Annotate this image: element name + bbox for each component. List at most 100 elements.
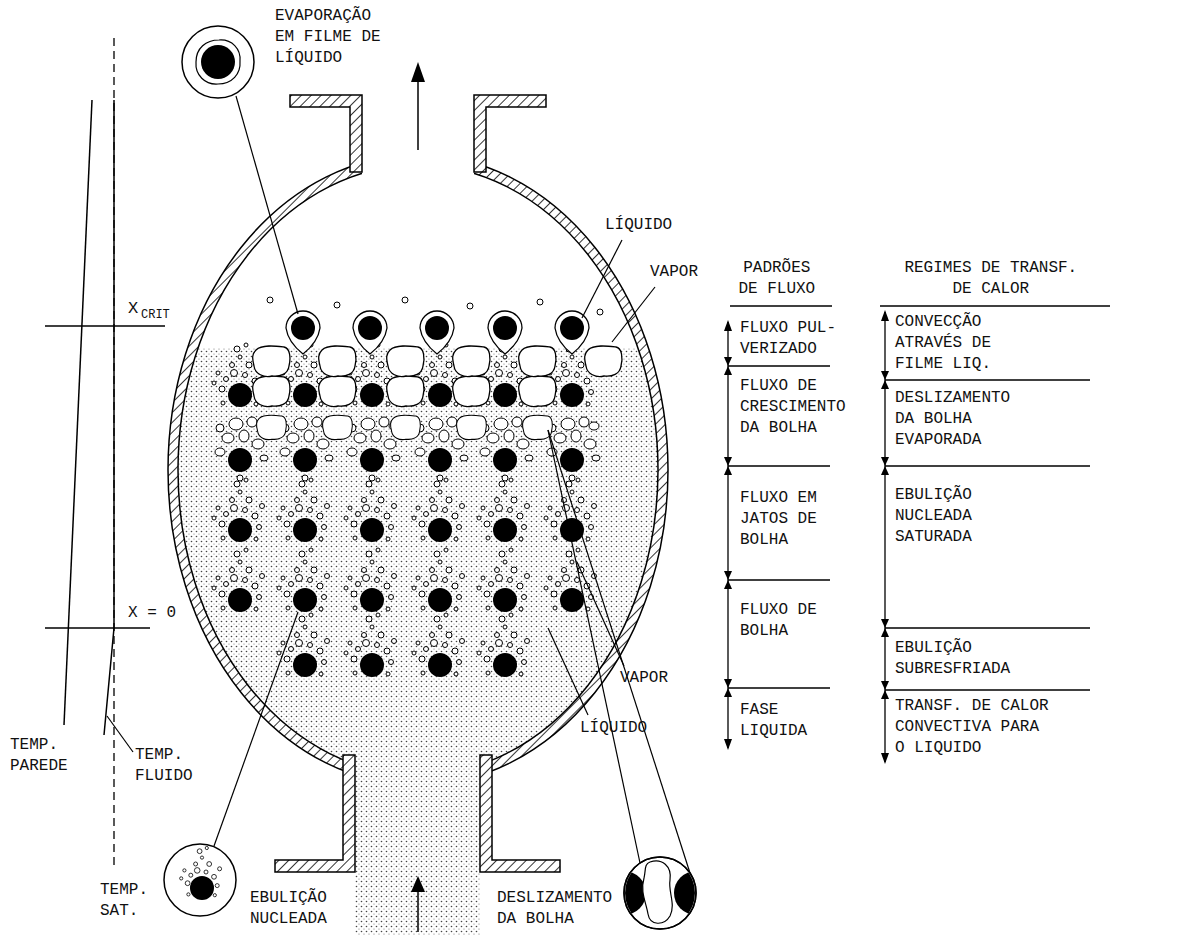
tube-bundle (293, 518, 317, 542)
zone-scale (730, 305, 832, 306)
vapor-bubbles (523, 415, 553, 440)
zone-arrowhead (724, 688, 732, 697)
vapor-bubbles (477, 478, 530, 541)
zone-scale (885, 465, 1090, 466)
quality-symbol: X (128, 298, 138, 320)
column-heading: PADRÕES DE FLUXO (736, 258, 818, 300)
column-heading: REGIMES DE TRANSF. DE CALOR (902, 258, 1080, 300)
flow-pattern: FLUXO DE CRESCIMENTO DA BOLHA (740, 376, 850, 439)
tube-bundle (228, 316, 584, 677)
detail-inset (624, 857, 696, 929)
flow-pattern: FASE LIQUIDA (740, 700, 812, 742)
vapor-bubbles (402, 297, 408, 303)
liquid-pool (170, 348, 670, 798)
detail-inset (164, 26, 718, 929)
tube-bundle (428, 588, 452, 612)
tube-bundle (358, 316, 382, 340)
leader-line (582, 240, 622, 318)
phase-label: LÍQUIDO (605, 215, 672, 236)
flow-arrow (411, 62, 425, 82)
shell-wall (355, 735, 480, 935)
vapor-bubbles (519, 346, 556, 377)
vapor-bubbles (387, 346, 424, 377)
vapor-bubbles (477, 613, 530, 676)
vapor-bubbles (453, 346, 490, 377)
inset-label: EBULIÇÃO NUCLEADA (250, 888, 332, 930)
vapor-bubbles (253, 346, 290, 377)
tube-bundle (293, 448, 317, 472)
zone-arrowhead (724, 320, 732, 331)
zone-arrowhead (724, 357, 732, 366)
flow-arrow (417, 78, 419, 150)
flow-pattern: FLUXO EM JATOS DE BOLHA (740, 488, 822, 551)
leader-line (107, 716, 133, 752)
tube-bundle (228, 383, 252, 407)
inset-label: EVAPORAÇÃO EM FILME DE LÍQUIDO (275, 6, 385, 69)
shell-wall (474, 95, 546, 172)
vapor-bubbles (547, 417, 600, 481)
tube-bundle (293, 653, 317, 677)
tube-bundle (493, 653, 517, 677)
tube-bundle (560, 588, 584, 612)
temperature-label: TEMP. PAREDE (10, 735, 72, 777)
liquid-pool (170, 348, 670, 798)
vapor-bubbles (323, 415, 353, 440)
tube-bundle (493, 448, 517, 472)
leader-line (577, 562, 624, 666)
leader-line (107, 96, 690, 873)
temperature-profile (45, 325, 165, 327)
tube-bundle (428, 448, 452, 472)
zone-arrowhead (881, 380, 889, 389)
zone-scale (885, 627, 1090, 628)
vapor-bubbles (467, 303, 473, 309)
shell-wall (168, 155, 668, 785)
vapor-bubbles (412, 478, 465, 541)
detail-inset (201, 45, 235, 79)
detail-inset (180, 846, 222, 900)
zone-arrowhead (881, 681, 889, 690)
flow-pattern: FLUXO DE BOLHA (740, 600, 822, 642)
zone-arrowhead (881, 371, 889, 380)
leader-line (548, 430, 690, 873)
zone-scale (728, 365, 830, 366)
zone-arrowhead (881, 753, 889, 764)
heat-transfer-regime: EBULIÇÃO SUBRESFRIADA (895, 638, 1015, 680)
vapor-bubbles (277, 613, 330, 676)
tube-bundle (493, 588, 517, 612)
heat-transfer-regime: CONVECÇÃO ATRAVÉS DE FILME LIQ. (895, 312, 996, 375)
tube-bundle (228, 588, 252, 612)
vapor-bubbles (253, 376, 290, 407)
vapor-bubbles (319, 346, 356, 377)
zone-arrowhead (881, 466, 889, 475)
vapor-bubbles (212, 478, 265, 541)
zone-arrowhead (724, 366, 732, 375)
temperature-label: TEMP. SAT. (100, 880, 153, 922)
vapor-bubbles (537, 299, 543, 305)
inset-label: DESLIZAMENTO DA BOLHA (497, 888, 617, 930)
leader-line (612, 287, 655, 342)
tube-bundle (228, 518, 252, 542)
vapor-bubbles (344, 613, 397, 676)
tube-bundle (493, 316, 517, 340)
tube-bundle (360, 518, 384, 542)
zone-arrowhead (724, 457, 732, 466)
vapor-bubbles (519, 376, 556, 407)
zone-arrowhead (881, 628, 889, 637)
tube-bundle (428, 653, 452, 677)
flow-arrow (417, 890, 419, 932)
zone-arrowhead (724, 739, 732, 750)
leader-line (548, 628, 588, 715)
flow-arrow (411, 62, 425, 932)
vapor-bubbles (344, 548, 397, 611)
tube-bundle (293, 588, 317, 612)
zone-arrowhead (881, 619, 889, 628)
shell-wall (275, 755, 355, 872)
zone-scale (728, 306, 1110, 762)
tube-bundle (560, 448, 584, 472)
zone-scale (728, 465, 830, 466)
vapor-bubbles (597, 309, 603, 315)
shell-wall (480, 755, 560, 872)
detail-inset (196, 40, 240, 84)
vapor-bubbles (277, 548, 330, 611)
